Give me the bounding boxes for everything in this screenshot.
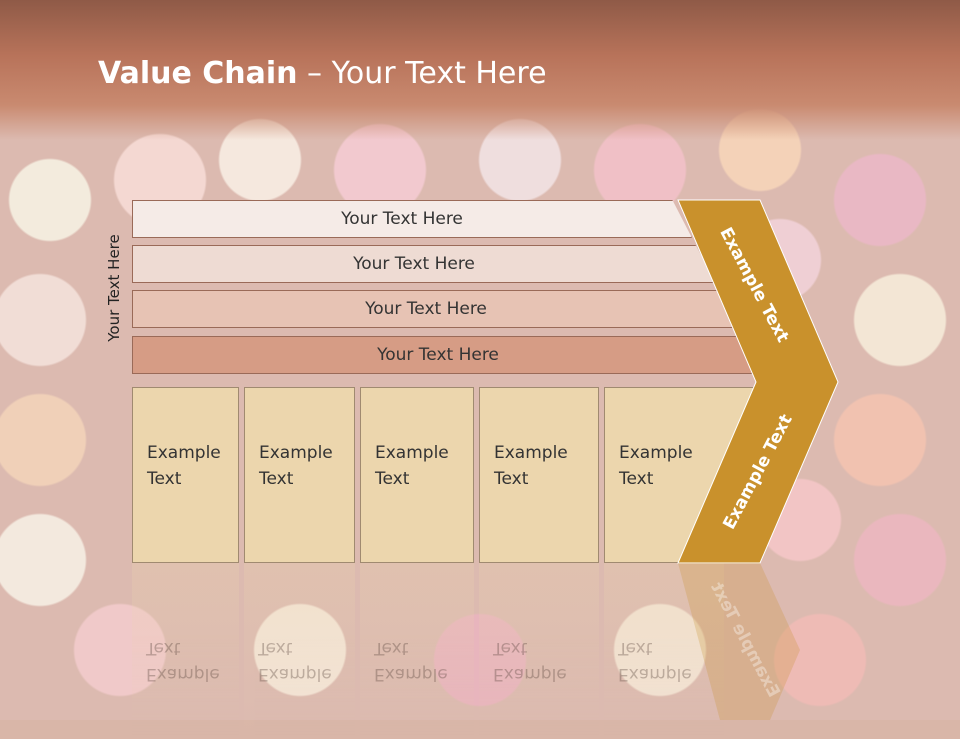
box-line1: Example — [494, 443, 568, 463]
support-bar-4: Your Text Here — [132, 336, 764, 374]
chevron-reflection — [678, 563, 800, 720]
support-bar-1: Your Text Here — [132, 200, 692, 238]
activity-box-1: Example Text — [132, 387, 239, 563]
box-line2: Text — [494, 469, 529, 489]
support-bar-3: Your Text Here — [132, 290, 740, 328]
box-line2: Text — [375, 469, 410, 489]
box-line1: Example — [619, 443, 693, 463]
box-line1: Example — [375, 443, 449, 463]
bar-label: Your Text Here — [365, 299, 487, 319]
bar-label: Your Text Here — [341, 209, 463, 229]
box-line2: Text — [259, 469, 294, 489]
chevron-shape — [677, 199, 839, 564]
box-line2: Text — [619, 469, 654, 489]
bar-label: Your Text Here — [377, 345, 499, 365]
activity-box-4: Example Text — [479, 387, 599, 563]
margin-chevron — [677, 199, 839, 720]
activity-box-3: Example Text — [360, 387, 474, 563]
title-rest: – Your Text Here — [297, 56, 547, 91]
activity-box-2: Example Text — [244, 387, 355, 563]
support-bar-2: Your Text Here — [132, 245, 716, 283]
box-line1: Example — [147, 443, 221, 463]
box-line1: Example — [259, 443, 333, 463]
slide-title: Value Chain – Your Text Here — [98, 54, 547, 94]
title-bold: Value Chain — [98, 56, 298, 91]
bar-label: Your Text Here — [353, 254, 475, 274]
header-band — [0, 0, 960, 140]
box-line2: Text — [147, 469, 182, 489]
